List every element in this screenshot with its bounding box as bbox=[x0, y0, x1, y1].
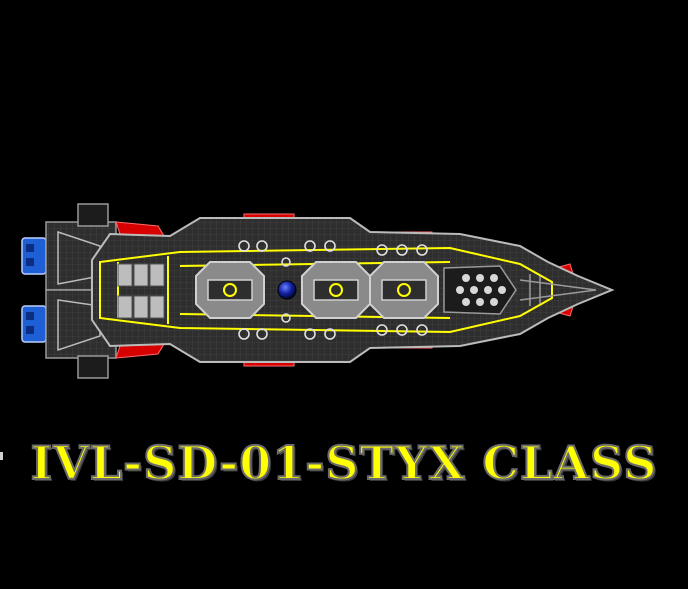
bow-section bbox=[519, 274, 597, 306]
forward-launcher bbox=[443, 265, 517, 315]
ship-class-title: IVL-SD-01-STYX CLASS bbox=[30, 435, 658, 491]
engine-pod-icon bbox=[21, 237, 47, 343]
reactor-core-icon bbox=[277, 280, 297, 300]
turret-icon bbox=[195, 261, 439, 319]
edge-artifact bbox=[0, 452, 3, 460]
engine-nacelle bbox=[45, 203, 117, 379]
deck-turrets bbox=[238, 240, 428, 340]
missile-bay-icon bbox=[117, 263, 165, 319]
